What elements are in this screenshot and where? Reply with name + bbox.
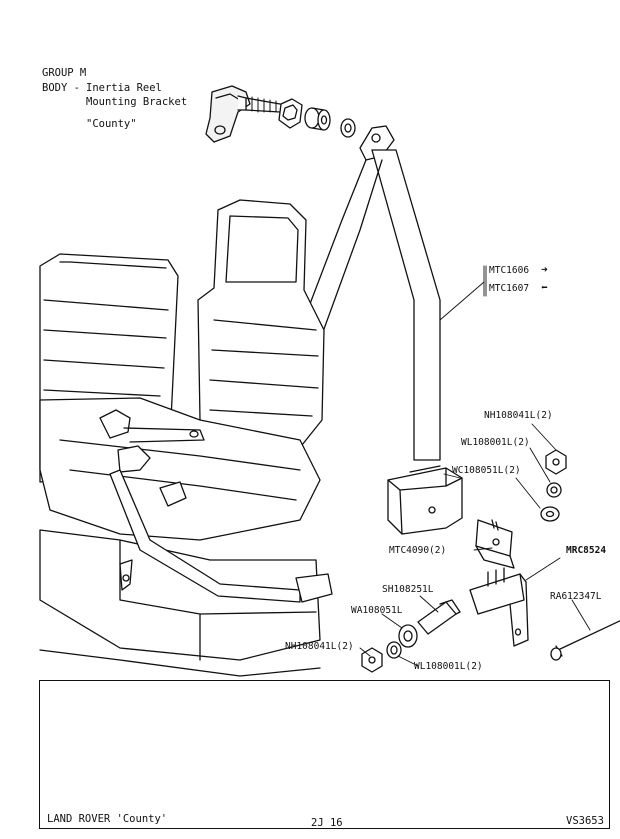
belt-tongue — [118, 446, 186, 506]
mounting-bracket-top — [206, 86, 250, 142]
notes-box — [39, 680, 610, 829]
title-line1: Inertia Reel — [86, 82, 162, 94]
lockwasher-top — [547, 483, 561, 497]
washer-top-small — [341, 119, 355, 137]
label-mtc1607: MTC1607 — [489, 283, 530, 294]
bolt-top — [246, 97, 280, 112]
lockwasher-bottom — [387, 642, 401, 658]
inertia-reel — [388, 466, 462, 534]
label-bracket-large: MRC8524 — [566, 545, 607, 556]
label-nut-bottom: NH108041L(2) — [285, 641, 354, 652]
exploded-view-diagram — [0, 0, 620, 680]
bracket-small-mtc4090 — [476, 520, 514, 568]
seat-front-backrest — [198, 200, 324, 466]
belt-buckle — [100, 410, 204, 442]
label-washer-top: WC108051L(2) — [452, 465, 521, 476]
seat-base-box — [40, 530, 320, 676]
label-lockwasher-bottom: WL108001L(2) — [414, 661, 483, 672]
title-line2: Mounting Bracket — [86, 96, 188, 108]
label-rivet: RA612347L — [550, 591, 602, 602]
label-nut-top: NH108041L(2) — [484, 410, 553, 421]
spacer-bush — [305, 108, 330, 130]
washer-top — [541, 507, 559, 521]
leader-lines — [360, 266, 590, 666]
floor-anchor-point — [120, 560, 132, 590]
washer-wa108051l — [399, 625, 417, 647]
label-washer-bottom: WA108051L — [351, 605, 403, 616]
rivet-ra612347l — [551, 618, 620, 660]
label-bracket-small: MTC4090(2) — [389, 545, 447, 556]
label-lockwasher-top: WL108001L(2) — [461, 437, 530, 448]
variant-label: "County" — [86, 118, 137, 130]
screw-sh108251l — [418, 600, 460, 634]
footer-ref: VS3653 — [566, 815, 604, 827]
arrow-left-icon: ⬅ — [541, 281, 548, 294]
arrow-right-icon: ➜ — [541, 263, 548, 276]
body-prefix: BODY - — [42, 82, 87, 94]
footer-page: 2J 16 — [311, 817, 343, 829]
footer-model: LAND ROVER 'County' — [47, 813, 168, 825]
spacer-plate — [279, 99, 302, 128]
nut-top — [546, 450, 566, 474]
belt-lap-strap — [110, 470, 332, 602]
group-label: GROUP M — [42, 67, 87, 79]
label-mtc1606: MTC1606 — [489, 265, 530, 276]
bracket-large-mrc8524 — [470, 568, 528, 646]
label-screw: SH108251L — [382, 584, 434, 595]
